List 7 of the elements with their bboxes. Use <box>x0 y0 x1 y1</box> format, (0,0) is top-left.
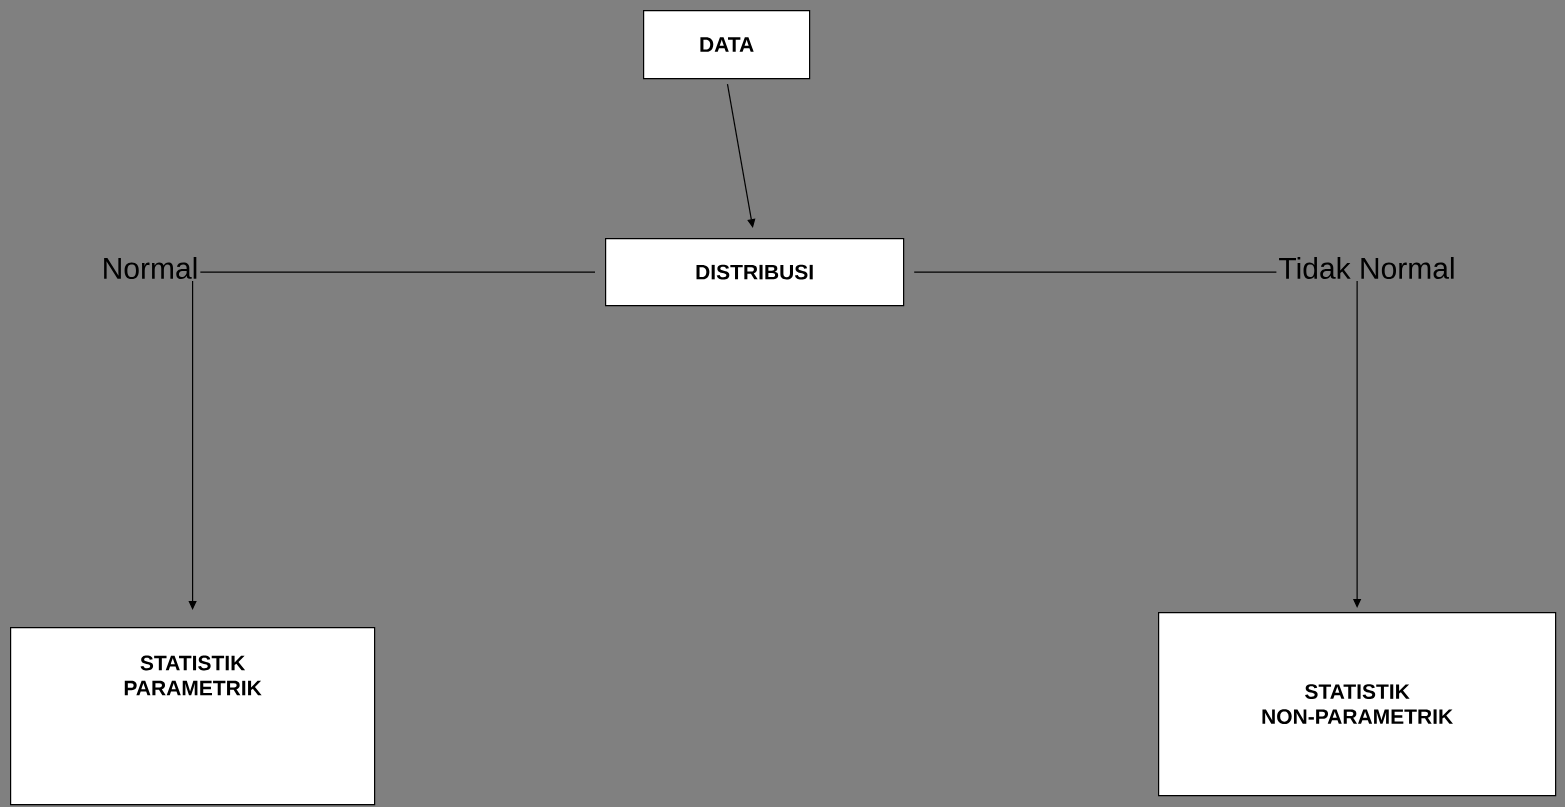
process-box: DATA <box>643 10 811 80</box>
process-box: DISTRIBUSI <box>605 238 905 307</box>
edge-label: Tidak Normal <box>1276 255 1458 281</box>
process-box: STATISTIK NON-PARAMETRIK <box>1158 612 1557 797</box>
arrow <box>188 271 596 610</box>
process-box: STATISTIK PARAMETRIK <box>10 627 376 806</box>
edge-label: Normal <box>99 255 201 281</box>
